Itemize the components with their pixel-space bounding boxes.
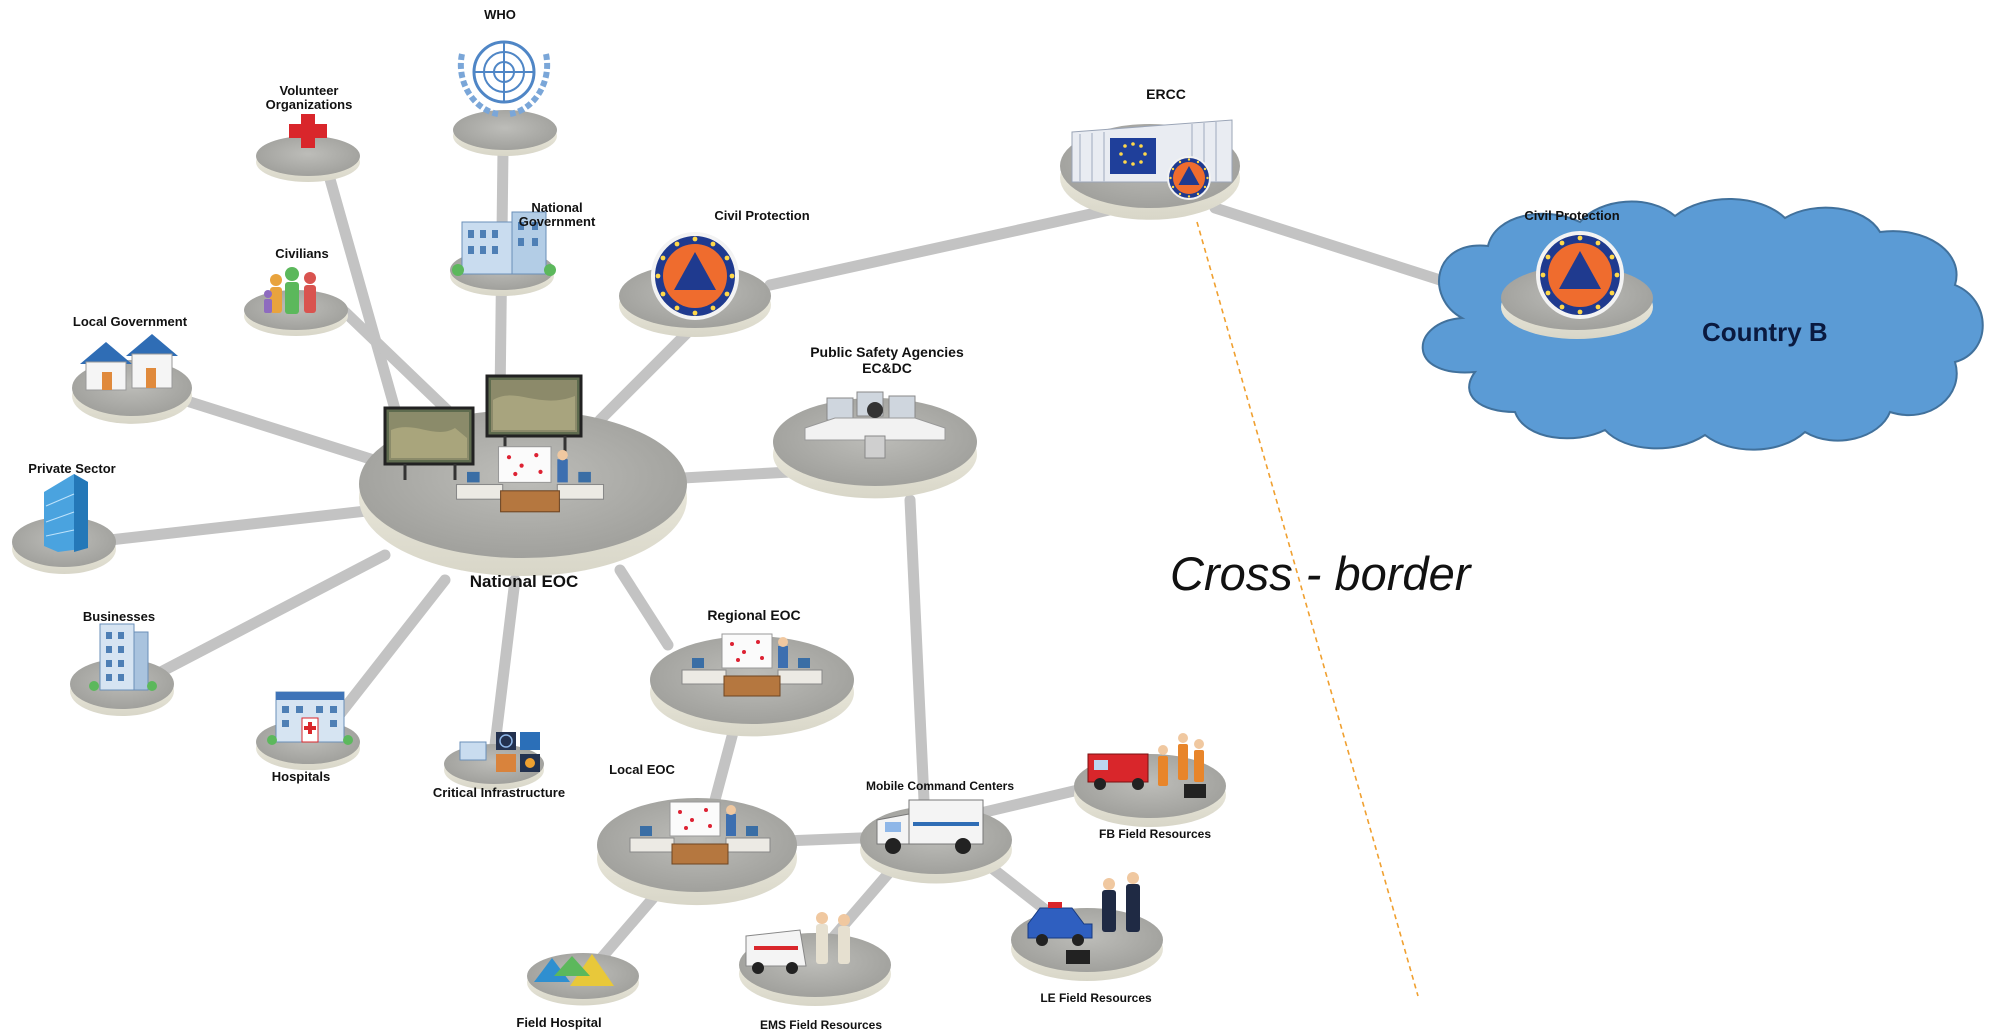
label-national-eoc: National EOC xyxy=(470,572,579,591)
label-country-b: Country B xyxy=(1702,317,1828,347)
civil-protection-emblem-icon xyxy=(1536,231,1624,319)
label-national-government-line1: National xyxy=(531,200,582,215)
label-critical-infrastructure: Critical Infrastructure xyxy=(433,785,565,800)
label-cross-border: Cross - border xyxy=(1170,547,1473,600)
label-hospitals: Hospitals xyxy=(272,769,331,784)
infrastructure-icons xyxy=(459,732,540,772)
label-volunteer-line2: Organizations xyxy=(266,97,353,112)
civil-protection-emblem-icon xyxy=(651,232,739,320)
glass-tower-icon xyxy=(44,474,88,552)
label-ercc: ERCC xyxy=(1146,86,1186,102)
label-le-field: LE Field Resources xyxy=(1040,991,1152,1005)
dispatch-console-icon xyxy=(804,391,946,459)
label-ems-field: EMS Field Resources xyxy=(760,1018,882,1031)
label-field-hospital: Field Hospital xyxy=(516,1015,601,1030)
police-car-icon xyxy=(1027,872,1140,964)
eu-building-icon xyxy=(1071,119,1233,200)
ambulance-icon xyxy=(745,912,850,974)
label-civil-protection-b: Civil Protection xyxy=(1524,208,1619,223)
hospital-icon xyxy=(267,691,353,745)
label-civilians: Civilians xyxy=(275,246,328,261)
un-emblem-icon xyxy=(457,40,551,117)
people-group-icon xyxy=(264,267,316,314)
label-national-government-line2: Government xyxy=(519,214,596,229)
label-who: WHO xyxy=(484,7,516,22)
operations-room-icon xyxy=(383,374,605,513)
government-building-icon xyxy=(452,211,556,276)
label-private-sector: Private Sector xyxy=(28,461,115,476)
platform-volunteer xyxy=(256,136,360,182)
label-public-safety-line1: Public Safety Agencies xyxy=(810,344,964,360)
platform-who xyxy=(453,110,557,156)
office-building-icon xyxy=(89,623,157,691)
diagram-labels: WHO Volunteer Organizations National Gov… xyxy=(28,7,1619,1031)
command-truck-icon xyxy=(876,799,984,854)
cross-border-dashed-line xyxy=(1196,221,1419,997)
label-businesses: Businesses xyxy=(83,609,155,624)
label-public-safety-line2: EC&DC xyxy=(862,360,912,376)
houses-icon xyxy=(80,334,178,391)
label-local-eoc: Local EOC xyxy=(609,762,675,777)
red-cross-icon xyxy=(289,114,327,148)
label-volunteer-line1: Volunteer xyxy=(280,83,339,98)
fire-truck-icon xyxy=(1087,733,1206,798)
label-fb-field: FB Field Resources xyxy=(1099,827,1211,841)
tents-icon xyxy=(534,954,614,986)
label-local-government: Local Government xyxy=(73,314,188,329)
label-civil-protection-a: Civil Protection xyxy=(714,208,809,223)
label-mobile-command: Mobile Command Centers xyxy=(866,779,1014,793)
label-regional-eoc: Regional EOC xyxy=(707,607,800,623)
